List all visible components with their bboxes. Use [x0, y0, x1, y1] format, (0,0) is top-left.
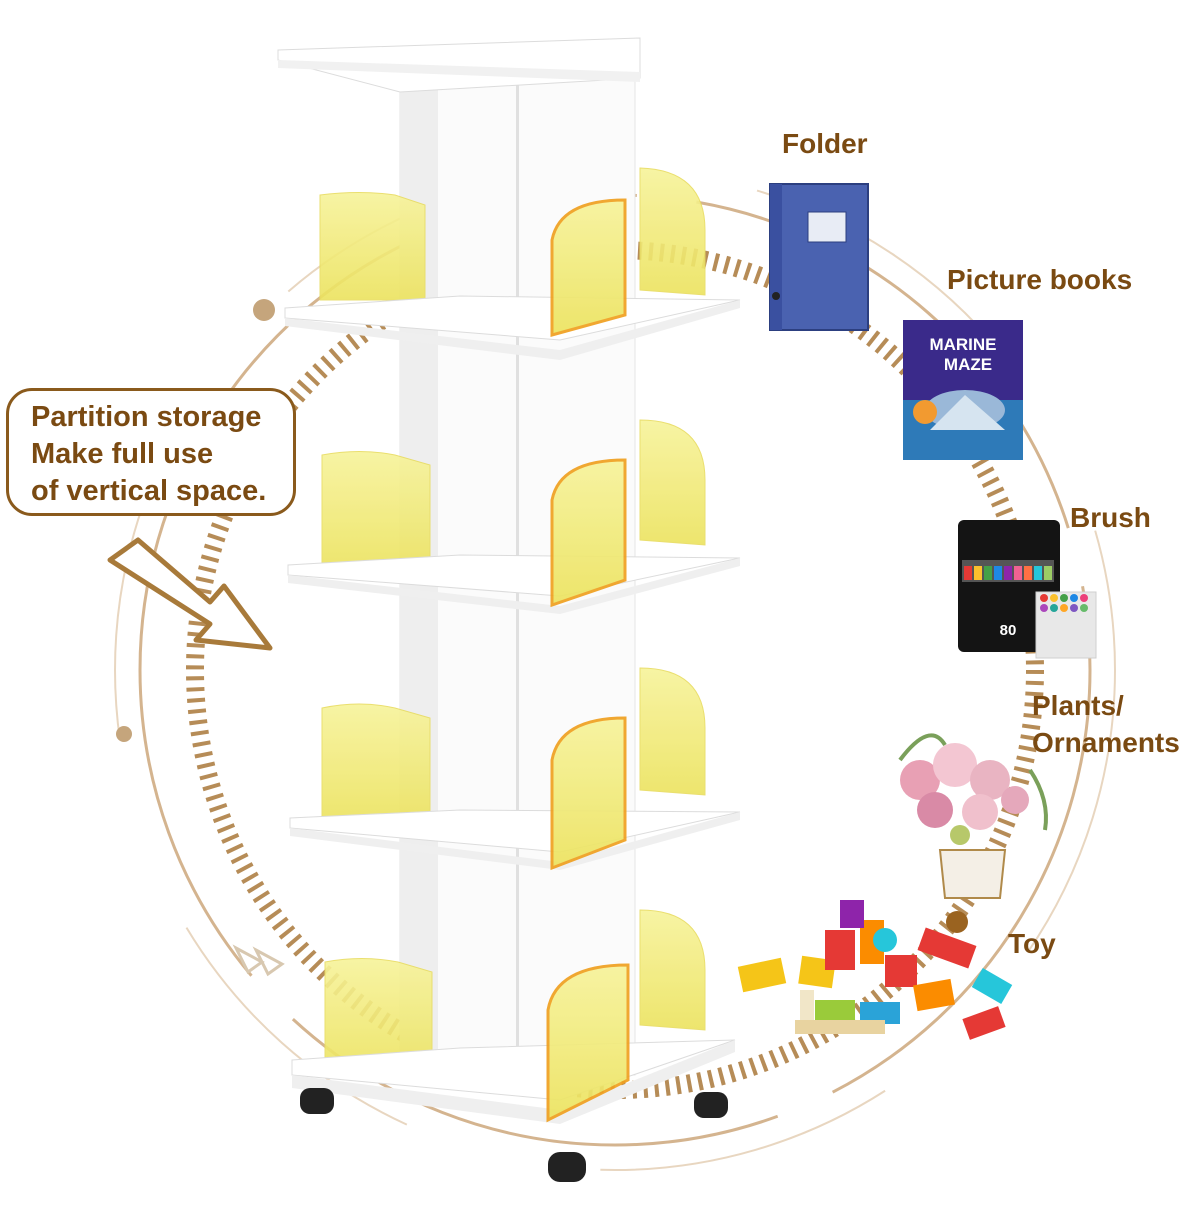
marker-caps	[964, 566, 1052, 580]
flower-pot	[898, 733, 1048, 899]
toy-label: Toy	[1008, 928, 1056, 959]
folder-icon	[769, 183, 869, 331]
callout-line-1: Partition storage	[31, 401, 262, 433]
picture-books-label: Picture books	[947, 264, 1133, 295]
brush-label: Brush	[1070, 502, 1151, 533]
caster-wheel	[300, 1088, 334, 1114]
shelf-tier	[291, 909, 736, 1124]
plants-label-line2: Ornaments	[1032, 727, 1180, 758]
toy-blocks	[737, 900, 1013, 1040]
caster-wheel	[548, 1152, 586, 1182]
callout-line-2: Make full use	[31, 438, 214, 470]
shelf-tier	[289, 667, 741, 871]
folder-label: Folder	[782, 128, 868, 159]
caster-wheel	[694, 1092, 728, 1118]
picture-book: MARINE MAZE	[903, 320, 1023, 460]
book-title-line2: MAZE	[944, 355, 992, 374]
marker-set: 80	[958, 520, 1097, 659]
marker-count: 80	[1000, 622, 1017, 639]
plants-label-line1: Plants/	[1032, 690, 1124, 721]
shelf-tier	[284, 167, 741, 360]
book-title-line1: MARINE	[929, 335, 996, 354]
small-arrow-icon	[232, 944, 285, 977]
rotating-bookshelf	[277, 37, 741, 1182]
shelf-tier	[287, 419, 741, 614]
callout-line-3: of vertical space.	[31, 475, 267, 507]
marker-tips	[1040, 594, 1088, 612]
arrow-icon	[107, 537, 273, 651]
feature-callout: Partition storage Make full use of verti…	[6, 388, 296, 516]
